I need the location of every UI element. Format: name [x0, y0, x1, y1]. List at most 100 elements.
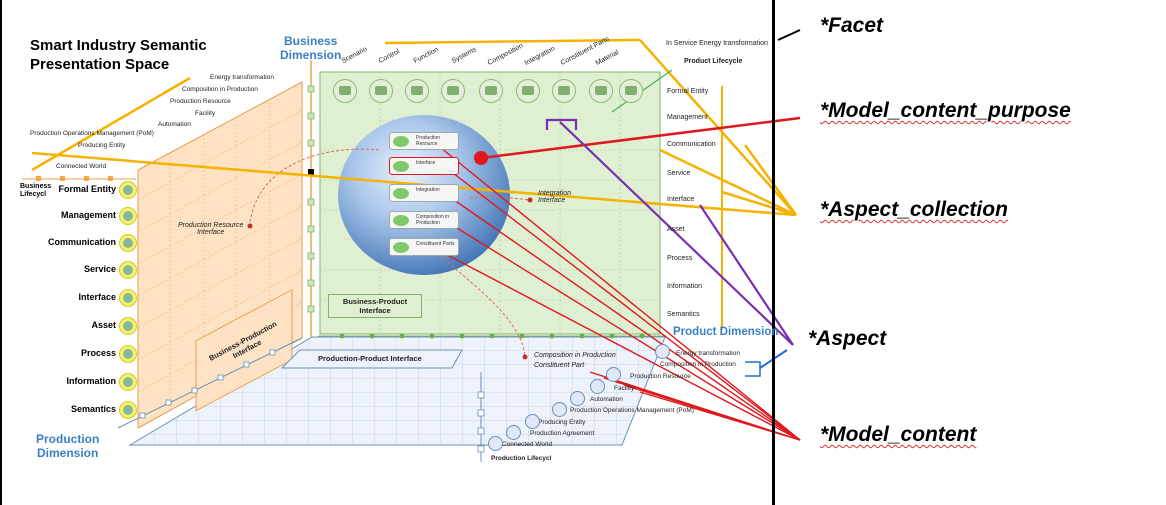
aspect-formal-entity: Formal Entity: [58, 184, 116, 194]
right-aspect-semantics: Semantics: [667, 311, 700, 318]
formal-entity-icon: [119, 181, 137, 199]
title-line-2: Presentation Space: [30, 56, 170, 73]
energy-transformation-icon: [655, 344, 670, 359]
service-icon: [119, 261, 137, 279]
bottom-prod-automation: Automation: [590, 396, 623, 403]
left-prod-energy-transformation: Energy transformation: [210, 74, 274, 81]
business-dimension-line-2: Dimension: [280, 48, 342, 62]
right-aspect-service: Service: [667, 170, 691, 177]
left-prod-producing-entity: Producing Entity: [78, 142, 126, 149]
connected-world-icon: [488, 436, 503, 451]
bottom-prod-resource: Production Resource: [630, 373, 691, 380]
aspect-semantics: Semantics: [70, 404, 116, 414]
pom-icon: [552, 402, 567, 417]
constituent-part-label: Constituent Part: [534, 362, 585, 369]
tag-model-content: *Model_content: [820, 423, 977, 446]
aspect-management: Management: [60, 210, 116, 220]
composition-icon: [479, 79, 503, 103]
integration-interface-line-1: Integration: [538, 190, 572, 197]
business-product-interface-label: Business-Product Interface: [328, 294, 422, 318]
vertical-divider: [772, 0, 775, 505]
left-prod-resource: Production Resource: [170, 98, 231, 105]
business-production-interface-box: [195, 288, 293, 412]
facility-icon: [590, 379, 605, 394]
left-prod-pom: Production Operations Management (PoM): [30, 130, 154, 137]
production-resource-interface-line-2: Interface: [197, 229, 225, 236]
production-dimension-line-1: Production: [36, 432, 100, 446]
production-resource-interface-line-1: Production Resource: [178, 222, 244, 229]
right-aspect-management: Management: [667, 114, 708, 121]
business-dimension-line-1: Business: [283, 34, 338, 48]
producing-entity-icon: [525, 414, 540, 429]
product-lifecycle-label: Product Lifecycle: [684, 58, 743, 65]
bottom-prod-agreement: Production Agreement: [530, 430, 595, 437]
sphere-item-production-resource: Production Resource: [389, 132, 459, 150]
integration-interface-label: Integration Interface: [538, 190, 571, 204]
right-aspect-process: Process: [667, 255, 693, 262]
communication-icon: [119, 234, 137, 252]
product-dimension-label: Product Dimension: [673, 326, 779, 338]
systems-icon: [441, 79, 465, 103]
management-icon: [119, 207, 137, 225]
production-resource-interface-label: Production Resource Interface: [178, 222, 243, 236]
aspect-communication: Communication: [47, 237, 116, 247]
tag-model-content-purpose: *Model_content_purpose: [820, 99, 1071, 122]
agreement-icon: [506, 425, 521, 440]
aspect-service: Service: [83, 264, 116, 274]
function-icon: [405, 79, 429, 103]
in-service-energy-label: In Service Energy transformation: [666, 40, 768, 47]
information-icon: [119, 373, 137, 391]
composition-in-production-label: Composition in Production: [534, 352, 616, 359]
automation-icon: [570, 391, 585, 406]
bottom-prod-energy-transformation: Energy transformation: [676, 350, 740, 357]
left-prod-composition: Composition in Production: [182, 86, 258, 93]
bottom-prod-pom: Production Operations Management (PoM): [570, 407, 694, 414]
production-lifecycle-label: Production Lifecycl: [491, 455, 552, 462]
diagram-title: Smart Industry Semantic Presentation Spa…: [30, 36, 207, 74]
sphere-item-interface: Interface: [389, 157, 459, 175]
business-lifecycle-line-2: Lifecycl: [20, 191, 47, 198]
sphere-item-composition: Composition in Production: [389, 211, 459, 229]
production-dimension-line-2: Dimension: [36, 446, 99, 460]
bottom-prod-producing-entity: Producing Entity: [538, 419, 586, 426]
bottom-prod-connected-world: Connected World: [502, 441, 553, 448]
tag-aspect-collection: *Aspect_collection: [820, 198, 1008, 221]
left-prod-connected-world: Connected World: [56, 163, 107, 170]
business-lifecycle-line-1: Business: [20, 183, 52, 190]
scenario-icon: [333, 79, 357, 103]
tag-facet: *Facet: [820, 14, 884, 37]
process-icon: [119, 345, 137, 363]
sphere-item-constituent-parts: Constituent Parts: [389, 238, 459, 256]
bottom-prod-facility: Facility: [614, 385, 635, 392]
integration-interface-line-2: Interface: [538, 197, 566, 204]
left-border: [0, 0, 2, 505]
constituent-parts-icon: [552, 79, 576, 103]
production-resource-icon: [606, 367, 621, 382]
production-product-interface-box: [280, 349, 463, 369]
semantics-icon: [119, 401, 137, 419]
business-product-interface-line-2: Interface: [359, 306, 391, 315]
business-dimension-label: Business Dimension: [280, 34, 341, 62]
bottom-prod-composition: Composition in Production: [660, 361, 736, 368]
aspect-information: Information: [66, 376, 117, 386]
production-product-interface-label: Production-Product Interface: [318, 354, 422, 363]
asset-icon: [119, 317, 137, 335]
left-prod-facility: Facility: [195, 110, 216, 117]
integration-icon: [516, 79, 540, 103]
business-product-interface-line-1: Business-Product: [342, 297, 408, 306]
title-line-1: Smart Industry Semantic: [30, 37, 207, 54]
right-aspect-asset: Asset: [667, 226, 685, 233]
right-aspect-formal-entity: Formal Entity: [667, 88, 709, 95]
product-lifecycle-icon: [619, 79, 643, 103]
right-aspect-information: Information: [667, 283, 703, 290]
right-aspect-interface: Interface: [667, 196, 695, 203]
sphere-item-integration: Integration: [389, 184, 459, 202]
aspect-process: Process: [80, 348, 116, 358]
aspect-interface: Interface: [78, 292, 116, 302]
business-lifecycle-label: Business Lifecycl: [20, 183, 51, 199]
control-icon: [369, 79, 393, 103]
interface-icon: [119, 289, 137, 307]
left-prod-automation: Automation: [158, 121, 191, 128]
